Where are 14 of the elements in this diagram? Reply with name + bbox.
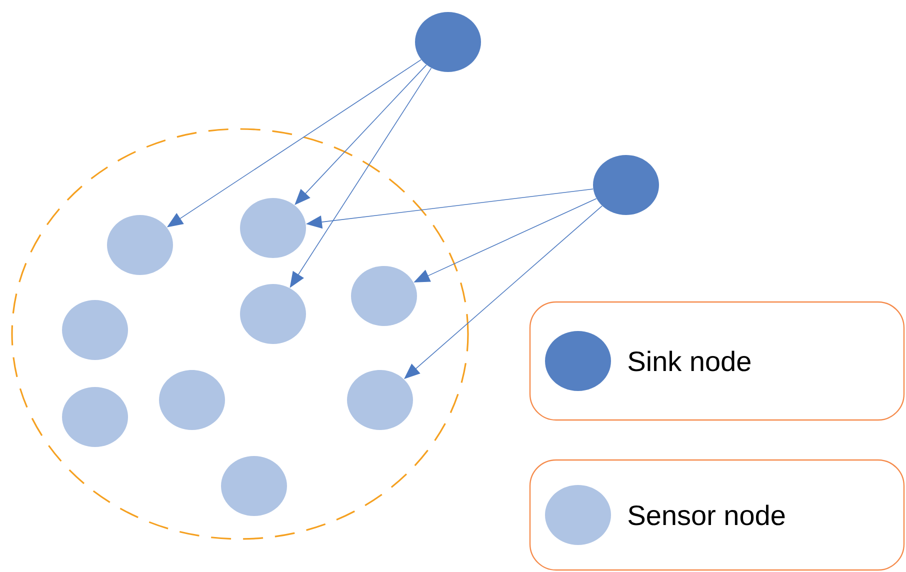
legend-label: Sink node [628,350,750,372]
sensor-node [107,215,173,275]
sensor-node [347,370,413,430]
sink-node [593,155,659,215]
sensor-node [62,300,128,360]
sensor-node [240,198,306,258]
sensor-node [351,266,417,326]
sensor-node [221,456,287,516]
sink-node [415,12,481,72]
cluster-boundary [11,128,469,540]
legend-label: Sensor node [628,504,785,526]
sensor-node [240,284,306,344]
sensor-node [159,370,225,430]
sensor-node [62,387,128,447]
